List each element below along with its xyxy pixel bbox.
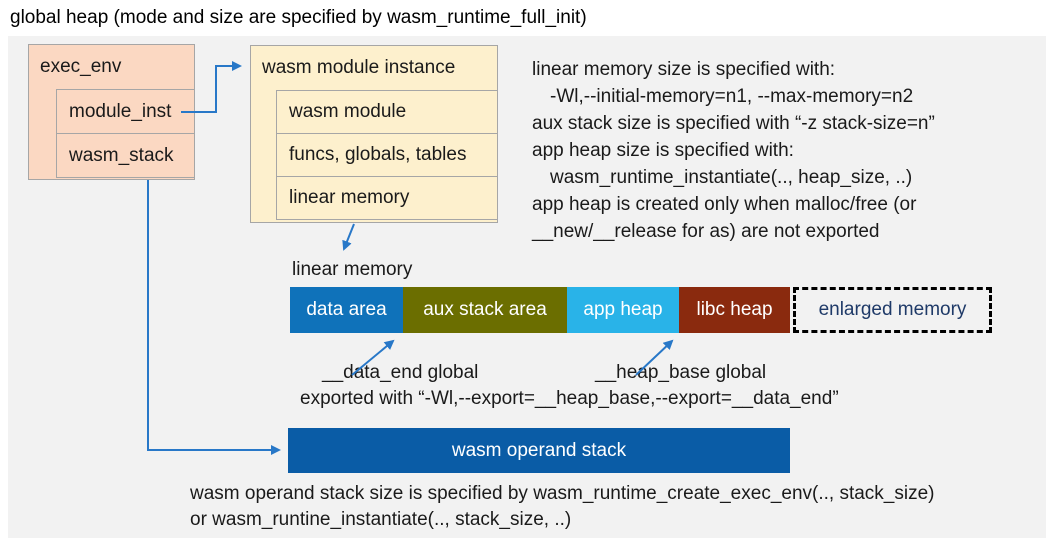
note-line: app heap size is specified with: [532,140,794,161]
wasm-module-instance-box: wasm module instance wasm module funcs, … [250,45,498,223]
segment-app-heap: app heap [567,287,679,333]
note-line: linear memory size is specified with: [532,59,836,80]
note-line: wasm_runtime_instantiate(.., heap_size, … [550,167,913,188]
row-linear-memory: linear memory [276,176,497,220]
segment-data-area: data area [290,287,403,333]
note-line: -Wl,--initial-memory=n1, --max-memory=n2 [550,86,914,107]
operand-stack-note-line2: or wasm_runtine_instantiate(.., stack_si… [190,509,572,530]
data-end-global-label: __data_end global [322,362,479,383]
wasm-operand-stack-label: wasm operand stack [451,439,627,461]
note-line: app heap is created only when malloc/fre… [532,194,917,215]
operand-stack-note-line1: wasm operand stack size is specified by … [190,483,935,504]
size-notes: linear memory size is specified with: -W… [532,56,935,245]
exec-env-title: exec_env [40,56,122,77]
exec-env-box: exec_env module_inst wasm_stack [28,44,195,180]
wasm-module-label: wasm module [289,101,407,122]
operand-stack-notes: wasm operand stack size is specified by … [190,481,935,533]
libc-heap-label: libc heap [696,299,773,320]
segment-enlarged-memory: enlarged memory [793,287,992,333]
linear-memory-label: linear memory [292,259,413,280]
export-note-label: exported with “-Wl,--export=__heap_base,… [300,388,839,409]
linear-memory-row-label: linear memory [289,187,410,208]
note-line: __new/__release for as) are not exported [532,221,880,242]
data-area-label: data area [306,299,387,320]
app-heap-label: app heap [583,299,663,320]
segment-libc-heap: libc heap [679,287,790,333]
wasm-module-instance-title: wasm module instance [262,57,456,78]
enlarged-memory-label: enlarged memory [818,299,967,320]
heap-base-global-label: __heap_base global [595,362,767,383]
funcs-globals-tables-label: funcs, globals, tables [289,144,467,165]
row-wasm-module: wasm module [276,90,497,134]
module-inst-label: module_inst [69,100,172,122]
row-funcs-globals-tables: funcs, globals, tables [276,133,497,177]
wasm-operand-stack-bar: wasm operand stack [288,428,790,473]
page-title: global heap (mode and size are specified… [10,7,587,28]
segment-aux-stack-area: aux stack area [403,287,567,333]
aux-stack-area-label: aux stack area [423,299,547,320]
exec-env-row-wasm-stack: wasm_stack [56,133,194,178]
exec-env-row-module-inst: module_inst [56,89,194,134]
linear-memory-bar: data area aux stack area app heap libc h… [290,287,790,333]
note-line: aux stack size is specified with “-z sta… [532,113,935,134]
wasm-stack-label: wasm_stack [69,144,174,166]
